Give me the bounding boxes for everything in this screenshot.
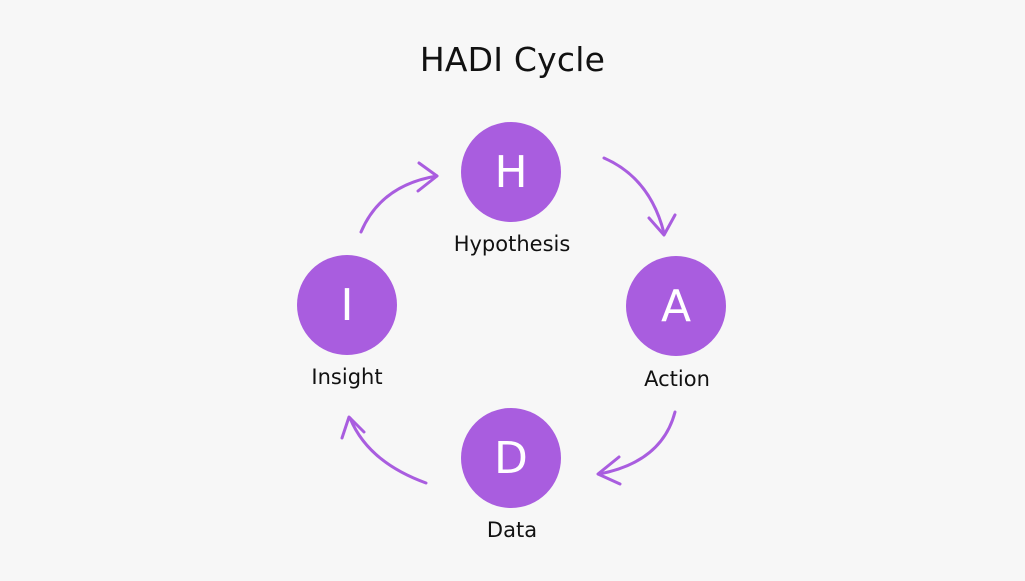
insight-letter: I [340, 279, 354, 331]
arrow-action-to-data [596, 410, 677, 486]
data-label: Data [486, 518, 538, 542]
action-node: A [626, 256, 726, 356]
insight-label: Insight [311, 365, 383, 389]
arrow-data-to-insight [340, 415, 428, 485]
hypothesis-label: Hypothesis [453, 232, 571, 256]
data-node: D [461, 408, 561, 508]
data-letter: D [494, 432, 528, 484]
hypothesis-letter: H [494, 146, 528, 198]
hypothesis-node: H [461, 122, 561, 222]
arrow-hypothesis-to-action [602, 156, 677, 237]
diagram-title: HADI Cycle [419, 40, 606, 79]
action-label: Action [644, 367, 710, 391]
insight-node: I [297, 255, 397, 355]
arrow-insight-to-hypothesis [359, 161, 439, 234]
action-letter: A [660, 280, 692, 332]
